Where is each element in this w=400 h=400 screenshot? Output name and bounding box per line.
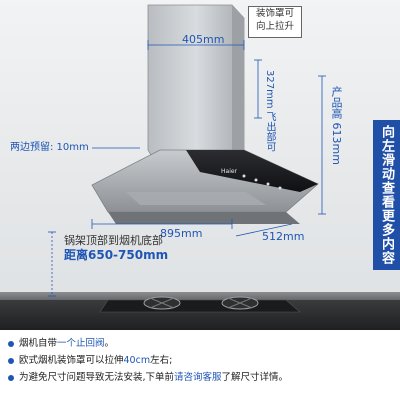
distance-line-2: 距离650-750mm	[64, 248, 169, 262]
dimension-lines	[91, 40, 326, 237]
side-gap-label: 两边预留: 10mm	[10, 142, 89, 153]
width-bottom-label: 895mm	[160, 227, 203, 240]
width-top-label: 405mm	[182, 33, 225, 46]
bullet-dot-icon	[8, 340, 14, 347]
gas-cooktop	[99, 296, 301, 313]
cover-note: 装饰罩可 向上拉升	[248, 6, 302, 38]
total-height-label: 产品高 613mm	[330, 86, 343, 165]
note-item-3: 为避免尺寸问题导致无法安装,下单前请咨询客服了解尺寸详情。	[8, 369, 288, 386]
depth-label: 512mm	[262, 230, 305, 243]
bullet-dot-icon	[8, 374, 14, 381]
distance-line	[48, 231, 56, 297]
cooktop-distance-text: 锅架顶部到烟机底部 距离650-750mm	[64, 234, 168, 262]
hood-canopy	[91, 149, 319, 224]
countertop-edge	[0, 292, 400, 302]
brand-logo: Haier	[221, 168, 238, 175]
swipe-left-banner[interactable]: 向左滑动查看更多内容	[373, 120, 400, 270]
cover-note-line-2: 向上拉升	[255, 21, 294, 32]
notes-list: 烟机自带一个止回阀。 欧式烟机装饰罩可以拉伸40cm左右; 为避免尺寸问题导致无…	[8, 335, 288, 386]
bullet-dot-icon	[8, 357, 14, 364]
hood-chimney	[147, 4, 245, 171]
note-item-1: 烟机自带一个止回阀。	[8, 335, 288, 352]
notes-panel	[0, 330, 400, 400]
note-item-2: 欧式烟机装饰罩可以拉伸40cm左右;	[8, 352, 288, 369]
chimney-height-label: 327mm 飞出部可	[264, 70, 275, 152]
cover-note-line-1: 装饰罩可	[255, 8, 294, 19]
distance-line-1: 锅架顶部到烟机底部	[64, 234, 163, 247]
